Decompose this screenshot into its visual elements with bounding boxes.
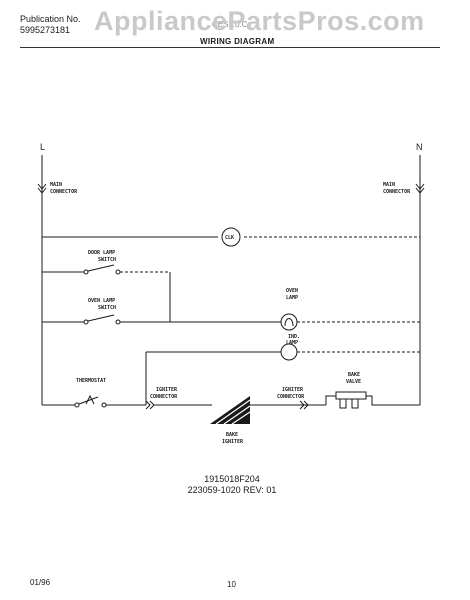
line-l-label: L	[40, 142, 45, 152]
clock-symbol	[221, 227, 241, 247]
bake-valve-symbol	[335, 391, 367, 400]
thermostat-sensor	[85, 394, 95, 405]
thermostat-blade	[78, 396, 99, 405]
igniter-connector-right-line2: CONNECTOR	[277, 394, 305, 400]
part-number-2: 223059-1020 REV: 01	[187, 485, 277, 495]
header-rule	[20, 47, 440, 48]
igniter-connector-left-line1: IGNITER	[156, 387, 178, 393]
oven-lamp-symbol	[280, 313, 298, 331]
bake-igniter-line2: IGNITER	[222, 439, 244, 445]
thermostat-label: THERMOSTAT	[76, 378, 106, 384]
bake-valve-line2: VALVE	[346, 379, 361, 385]
oven-lamp-switch-line2: SWITCH	[98, 305, 116, 311]
igniter-connector-left-symbol	[145, 400, 155, 410]
bake-igniter-line1: BAKE	[226, 432, 238, 438]
line-n-label: N	[416, 142, 423, 152]
bake-valve-line1: BAKE	[348, 372, 360, 378]
door-lamp-switch-blade	[87, 264, 115, 272]
publication-number: 5995273181	[20, 25, 71, 35]
ind-lamp-symbol	[280, 343, 298, 361]
oven-lamp-switch-line1: OVEN LAMP	[88, 298, 115, 304]
diagram-title: WIRING DIAGRAM	[200, 37, 275, 46]
footer-date: 01/96	[30, 578, 51, 587]
watermark: AppliancePartsPros.com	[94, 6, 425, 36]
bake-igniter-symbol	[210, 396, 251, 425]
igniter-connector-right-line1: IGNITER	[282, 387, 304, 393]
oven-lamp-switch-blade	[87, 314, 115, 322]
main-connector-left-line1: MAIN	[50, 182, 62, 188]
main-connector-left-symbol	[37, 183, 47, 194]
clock-label: CLK	[225, 235, 234, 241]
main-connector-left-line2: CONNECTOR	[50, 189, 78, 195]
oven-lamp-line2: LAMP	[286, 295, 298, 301]
door-lamp-switch-line2: SWITCH	[98, 257, 116, 263]
main-connector-right-line1: MAIN	[383, 182, 395, 188]
ind-lamp-line1: IND.	[288, 334, 300, 340]
door-lamp-switch-line1: DOOR LAMP	[88, 250, 115, 256]
footer-page: 10	[227, 580, 236, 589]
oven-lamp-line1: OVEN	[286, 288, 298, 294]
igniter-connector-right-symbol	[299, 400, 309, 410]
publication-label: Publication No.	[20, 14, 81, 24]
thermostat-contact-b	[101, 402, 107, 408]
part-number-1: 1915018F204	[204, 474, 260, 484]
door-lamp-switch-contact-b	[115, 269, 121, 275]
model-number: CES3.0.C	[212, 20, 248, 29]
igniter-connector-left-line2: CONNECTOR	[150, 394, 178, 400]
main-connector-right-symbol	[415, 183, 425, 194]
main-connector-right-line2: CONNECTOR	[383, 189, 411, 195]
door-lamp-switch-contact-a	[83, 269, 89, 275]
thermostat-contact-a	[74, 402, 80, 408]
ind-lamp-line2: LAMP	[286, 340, 298, 346]
